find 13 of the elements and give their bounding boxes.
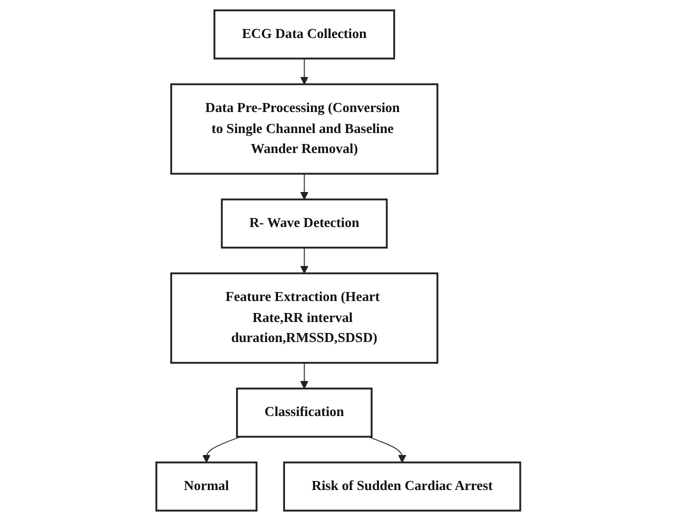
node-box: ECG Data Collection: [213, 9, 395, 60]
node-box: Risk of Sudden Cardiac Arrest: [282, 462, 521, 512]
node-box: Data Pre-Processing (Conversion to Single Channel and Baseline Wander Removal): [170, 83, 438, 175]
node-box: Feature Extraction (Heart Rate,RR interval duration,RMSSD,SDSD): [170, 272, 438, 364]
node-box: Classification: [236, 388, 372, 438]
arrow: [367, 436, 406, 463]
arrow: [300, 247, 308, 274]
arrow: [300, 362, 308, 389]
node-box: Normal: [155, 462, 258, 512]
arrow: [300, 58, 308, 85]
arrow: [300, 173, 308, 200]
arrow: [202, 436, 241, 463]
node-box: R- Wave Detection: [220, 198, 388, 249]
